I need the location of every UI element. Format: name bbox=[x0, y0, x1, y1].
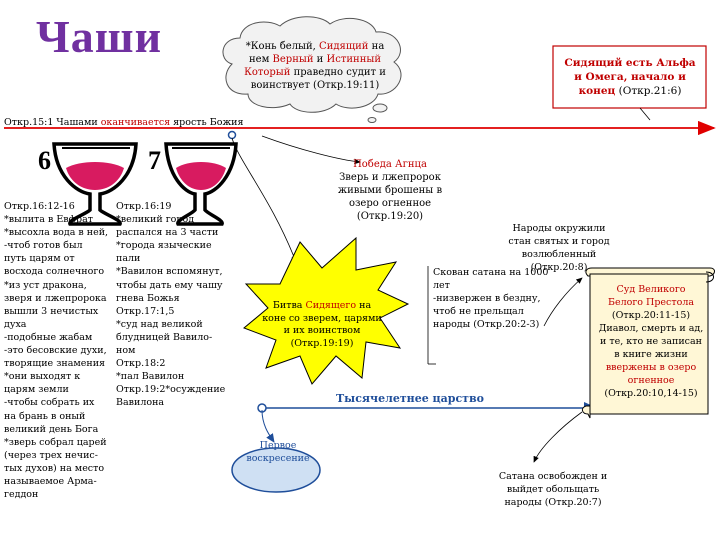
text-line: Откр.16:19 bbox=[116, 201, 172, 212]
text-line: -подобные жабам bbox=[4, 331, 93, 343]
text-line: *великий город bbox=[116, 214, 195, 226]
text-line: *зверь собрал царей bbox=[4, 436, 107, 448]
text-line: -чтоб готов был bbox=[4, 240, 83, 252]
text-line: восхода солнечного bbox=[4, 266, 105, 278]
wrath-ends-label: Откр.15:1 Чашами оканчивается ярость Бож… bbox=[4, 117, 244, 128]
text-line: *суд над великой bbox=[116, 318, 203, 330]
bowl-7-number: 7 bbox=[148, 146, 161, 175]
text-line: ном bbox=[116, 345, 136, 357]
alpha-omega-text: Сидящий есть Альфа и Омега, начало и кон… bbox=[564, 57, 696, 97]
bowl-6-icon bbox=[52, 142, 138, 226]
text-line: на брань в оный bbox=[4, 410, 86, 422]
text-line: -это бесовские духи, bbox=[4, 345, 107, 357]
first-resurrection-label: Первое воскресение bbox=[246, 440, 310, 464]
text-line: *города языческие bbox=[116, 240, 212, 252]
text-line: распался на 3 части bbox=[116, 227, 219, 239]
millennium-label: Тысячелетнее царство bbox=[336, 392, 484, 405]
judgment-scroll bbox=[581, 267, 715, 419]
battle-text: Битва Сидящего на коне со зверем, царями… bbox=[262, 300, 382, 349]
text-line: (через трех нечис- bbox=[4, 449, 98, 461]
page-title: Чаши bbox=[36, 11, 163, 62]
text-line: тых духов) на место bbox=[4, 462, 105, 474]
first-resurrection-ellipse bbox=[231, 447, 321, 493]
text-line: геддон bbox=[4, 489, 39, 501]
text-line: великий день Бога bbox=[4, 423, 99, 435]
text-line: Откр.17:1,5 bbox=[116, 305, 175, 317]
text-line: гнева Божья bbox=[116, 292, 180, 304]
text-line: Откр.18:2 bbox=[116, 358, 166, 370]
satan-released-text: Сатана освобожден и выйдет обольщать нар… bbox=[498, 471, 608, 508]
text-line: *Вавилон вспомянут, bbox=[116, 266, 223, 278]
text-line: -чтобы собрать их bbox=[4, 397, 95, 409]
text-line: вышли 3 нечистых bbox=[4, 305, 99, 317]
bowl-7-icon bbox=[164, 142, 238, 226]
text-line: *они выходят к bbox=[4, 371, 81, 383]
text-line: творящие знамения bbox=[4, 358, 106, 370]
alpha-omega-box bbox=[552, 45, 707, 109]
white-horse-cloud-text: *Конь белый, Сидящий на нем Верный и Ист… bbox=[244, 41, 386, 91]
text-line: чтобы дать ему чашу bbox=[116, 279, 223, 291]
text-line: зверя и лжепророка bbox=[4, 292, 107, 304]
thought-cloud bbox=[222, 16, 402, 123]
satan-bound-text: Скован сатана на 1000 лет -низвержен в б… bbox=[433, 267, 549, 330]
text-line: Вавилона bbox=[116, 397, 165, 409]
battle-explosion-shape bbox=[243, 236, 410, 385]
text-line: Откр.19:2*осуждение bbox=[116, 384, 226, 396]
lamb-victory-text: Победа Агнца Зверь и лжепророк живыми бр… bbox=[337, 159, 443, 222]
text-line: *пал Вавилон bbox=[116, 371, 185, 383]
bowl-6-number: 6 bbox=[38, 146, 51, 175]
text-line: путь царям от bbox=[4, 253, 75, 265]
text-line: пали bbox=[116, 253, 141, 265]
text-line: Откр.16:12-16 bbox=[4, 201, 75, 212]
text-line: духа bbox=[4, 318, 27, 330]
text-line: блудницей Вавило- bbox=[116, 331, 213, 343]
text-line: *из уст дракона, bbox=[4, 279, 87, 291]
nations-text: Народы окружили стан святых и город возл… bbox=[508, 223, 610, 273]
bowl-6-column: Откр.16:12-16 *вылита в Евфрат*высохла во… bbox=[4, 200, 110, 501]
text-line: царям земли bbox=[4, 384, 69, 396]
judgment-text: Суд Великого Белого Престола (Откр.20:11… bbox=[598, 284, 704, 399]
text-line: *вылита в Евфрат bbox=[4, 214, 94, 226]
text-line: называемое Арма- bbox=[4, 475, 97, 487]
text-line: *высохла вода в ней, bbox=[4, 227, 109, 239]
